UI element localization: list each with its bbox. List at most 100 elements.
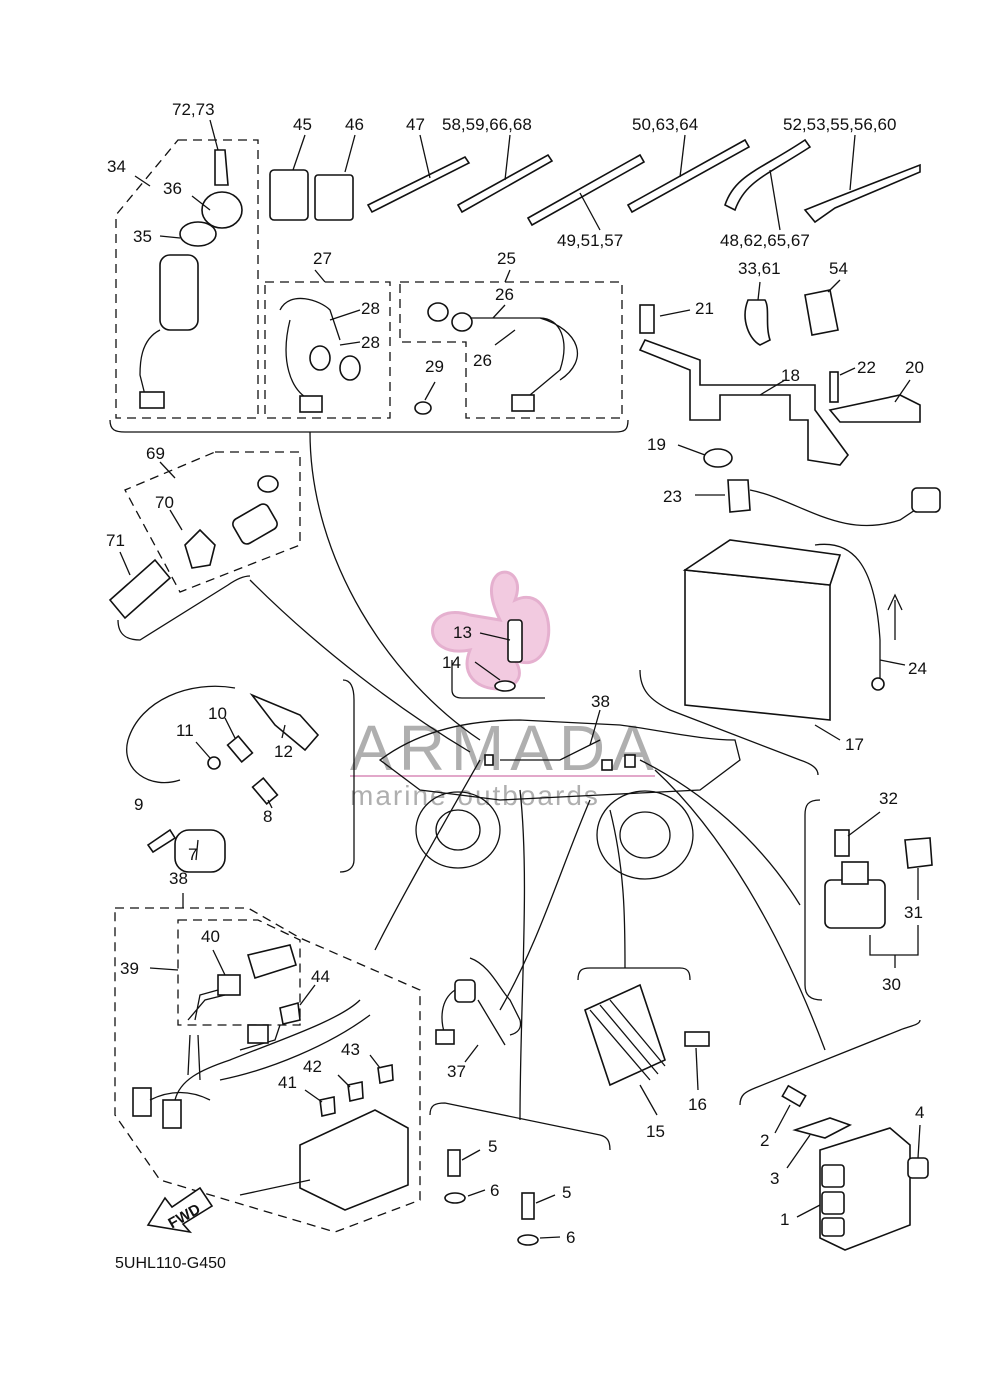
leader-line — [309, 431, 481, 741]
switch-body-icon — [159, 254, 199, 331]
label-36: 36 — [163, 179, 182, 198]
ground-terminal-icon — [871, 677, 885, 691]
watermark-brand: ARMADA — [350, 712, 660, 784]
washer-14-icon — [494, 680, 516, 692]
bolt-32-icon — [834, 829, 850, 857]
plate-20-icon — [828, 394, 921, 423]
label-26a: 26 — [495, 285, 514, 304]
label-25: 25 — [497, 249, 516, 268]
damper-19-icon — [703, 448, 733, 468]
battery-terminal-cover-icon — [727, 479, 751, 513]
label-13: 13 — [453, 623, 472, 642]
label-9: 9 — [134, 795, 143, 814]
plug-cap-12-icon — [249, 693, 320, 752]
connector-46-icon — [314, 174, 354, 221]
grommet-29-icon — [414, 401, 432, 415]
label-26b: 26 — [473, 351, 492, 370]
bolt-5-icon — [521, 1192, 535, 1220]
screw-22-icon — [829, 371, 839, 403]
fuse-box-icon — [299, 1109, 409, 1211]
label-6b: 6 — [566, 1228, 575, 1247]
label-70: 70 — [155, 493, 174, 512]
label-33: 33,61 — [738, 259, 781, 278]
label-32: 32 — [879, 789, 898, 808]
cable-tie-50-icon — [626, 138, 751, 214]
main-switch-group — [115, 119, 259, 419]
label-29: 29 — [425, 357, 444, 376]
sensor-group — [451, 619, 545, 699]
label-41: 41 — [278, 1073, 297, 1092]
watermark-tagline: marine outboards — [350, 780, 600, 811]
battery-group — [639, 479, 941, 776]
label-44: 44 — [311, 967, 330, 986]
battery-top-icon — [682, 539, 842, 586]
fuse-43-icon — [377, 1064, 394, 1084]
upper-group-bracket — [109, 419, 629, 433]
cable-tie-48-icon — [724, 138, 812, 212]
battery-17-icon — [684, 569, 831, 721]
label-38a: 38 — [591, 692, 610, 711]
leader-line — [519, 789, 526, 1121]
harness-coupler-icon — [162, 1099, 182, 1129]
sensor-37-group — [435, 957, 522, 1063]
label-69: 69 — [146, 444, 165, 463]
label-54: 54 — [829, 259, 848, 278]
terminal-connector-icon — [911, 487, 941, 513]
label-49: 49,51,57 — [557, 231, 623, 250]
cdi-coupler-icon — [821, 1217, 845, 1237]
label-58: 58,59,66,68 — [442, 115, 532, 134]
label-18: 18 — [781, 366, 800, 385]
label-47: 47 — [406, 115, 425, 134]
label-20: 20 — [905, 358, 924, 377]
clamp-33-icon — [744, 299, 771, 346]
fwd-arrow-icon — [146, 1186, 214, 1234]
label-24: 24 — [908, 659, 927, 678]
leader-line — [499, 799, 591, 1011]
label-28a: 28 — [361, 299, 380, 318]
bolt-21-icon — [639, 304, 655, 334]
bolt-10-icon — [226, 734, 254, 764]
harness-coupler-icon — [132, 1087, 152, 1117]
harness-connector-icon — [511, 394, 535, 412]
coil-7-icon — [174, 829, 226, 873]
sensor-connector-icon — [435, 1029, 455, 1045]
relay-30-icon — [824, 879, 886, 929]
cable-tie-58-icon — [456, 153, 554, 214]
label-42: 42 — [303, 1057, 322, 1076]
bulb-socket-icon — [309, 345, 331, 371]
label-34: 34 — [107, 157, 126, 176]
bolt-16-icon — [684, 1031, 710, 1047]
label-72: 72,73 — [172, 100, 215, 119]
relay-connector-icon — [841, 861, 869, 885]
fuse-31-icon — [904, 837, 933, 869]
label-4: 4 — [915, 1103, 924, 1122]
cable-tie-49-icon — [526, 153, 646, 227]
atv-part-icon — [601, 759, 613, 771]
fuse-41-icon — [319, 1096, 336, 1117]
label-10: 10 — [208, 704, 227, 723]
leader-line — [374, 759, 481, 951]
washer-6-icon — [517, 1234, 539, 1246]
washer-6-icon — [444, 1192, 466, 1204]
switch-connector-icon — [139, 391, 165, 409]
label-38b: 38 — [169, 869, 188, 888]
coil-group — [126, 685, 320, 873]
label-7: 7 — [188, 845, 197, 864]
relay-group — [804, 799, 933, 1001]
switch-knob-icon — [201, 191, 243, 229]
atv-silhouette — [339, 679, 741, 880]
battery-bracket-group — [638, 279, 921, 468]
key-icon — [214, 149, 229, 186]
atv-part-icon — [484, 754, 494, 766]
harness-plug-40-icon — [246, 944, 297, 980]
cdi-group — [739, 1019, 929, 1251]
label-5b: 5 — [562, 1183, 571, 1202]
bracket-3-icon — [792, 1117, 853, 1139]
pin-9-icon — [146, 828, 177, 854]
label-21: 21 — [695, 299, 714, 318]
bulb-socket-icon — [339, 355, 361, 381]
label-52: 52,53,55,56,60 — [783, 115, 896, 134]
socket-70-icon — [184, 528, 216, 569]
socket-cap-icon — [257, 475, 279, 493]
